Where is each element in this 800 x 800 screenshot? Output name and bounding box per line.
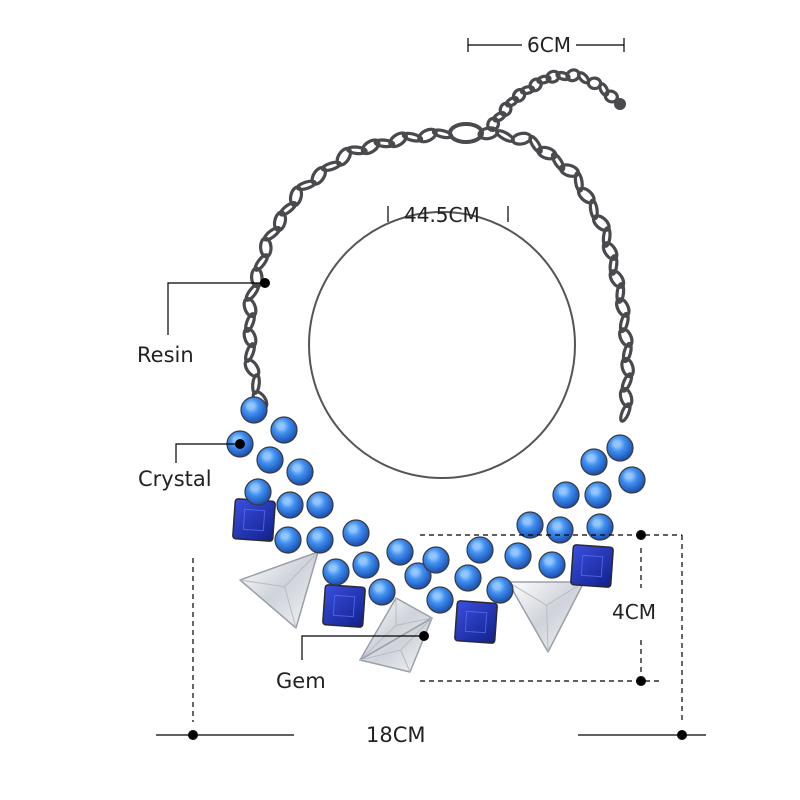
crystal-stone (426, 586, 454, 614)
gem-stone (507, 581, 585, 653)
resin-callout-label: Resin (137, 343, 194, 367)
crystal-stone (454, 564, 482, 592)
crystal-stone (256, 446, 284, 474)
pendant-width-label: 18CM (366, 723, 426, 747)
chain-link (244, 342, 256, 363)
chain-link (608, 254, 619, 276)
chain-link (619, 402, 632, 423)
crystal-stone (584, 481, 612, 509)
crystal-stone (404, 562, 432, 590)
gem-stone (359, 617, 433, 673)
necklace-pendant (226, 396, 646, 673)
chain-link (550, 152, 566, 172)
chain-link (615, 282, 626, 304)
crystal-stone (586, 513, 614, 541)
chain-link (310, 165, 328, 186)
resin-stone (454, 600, 498, 644)
crystal-stone (276, 491, 304, 519)
circumference-label: 44.5CM (404, 203, 480, 227)
chain-link (504, 96, 520, 108)
gem-callout-label: Gem (276, 669, 326, 693)
chain-link (492, 111, 507, 123)
circumference-circle (308, 211, 576, 479)
crystal-stone (306, 491, 334, 519)
crystal-stone (368, 578, 396, 606)
annotation-dots (188, 278, 687, 740)
crystal-callout-label: Crystal (138, 467, 212, 491)
chain-link (278, 201, 298, 217)
crystal-stone (342, 519, 370, 547)
chain-link (601, 226, 612, 248)
necklace-chain (242, 68, 635, 423)
crystal-stone (274, 526, 302, 554)
chain-link (536, 74, 552, 85)
chain-link (528, 77, 543, 93)
chain-link (598, 82, 610, 97)
chain-link (346, 145, 368, 156)
chain-link (528, 134, 543, 155)
chain-link (401, 131, 424, 143)
crystal-stone (386, 538, 414, 566)
crystal-stone (306, 526, 334, 554)
chain-link (618, 311, 630, 334)
chain-link (511, 87, 527, 103)
crystal-stone (322, 558, 350, 586)
gem-stone (239, 551, 319, 629)
resin-stone (322, 584, 366, 628)
crystal-stone (538, 551, 566, 579)
chain-link (262, 226, 282, 242)
chain-link (620, 372, 634, 393)
extender-length-label: 6CM (527, 33, 571, 57)
crystal-stone (422, 546, 450, 574)
crystal-stone (618, 466, 646, 494)
crystal-stone (270, 416, 298, 444)
crystal-stone (546, 516, 574, 544)
chain-link (373, 138, 396, 149)
chain-link (621, 341, 633, 364)
chain-link (519, 85, 536, 96)
resin-stone (570, 544, 614, 588)
clasp (448, 98, 626, 144)
crystal-stone (244, 478, 272, 506)
crystal-stone (606, 434, 634, 462)
crystal-stone (466, 536, 494, 564)
chain-link (335, 146, 353, 167)
crystal-stone (286, 458, 314, 486)
pendant-height-label: 4CM (612, 600, 656, 624)
crystal-stone (552, 481, 580, 509)
crystal-stone (240, 396, 268, 424)
crystal-stone (352, 551, 380, 579)
chain-link (244, 312, 256, 333)
crystal-stone (504, 542, 532, 570)
crystal-stone (516, 511, 544, 539)
crystal-stone (486, 576, 514, 604)
resin-stone (232, 498, 276, 542)
crystal-stone (580, 448, 608, 476)
